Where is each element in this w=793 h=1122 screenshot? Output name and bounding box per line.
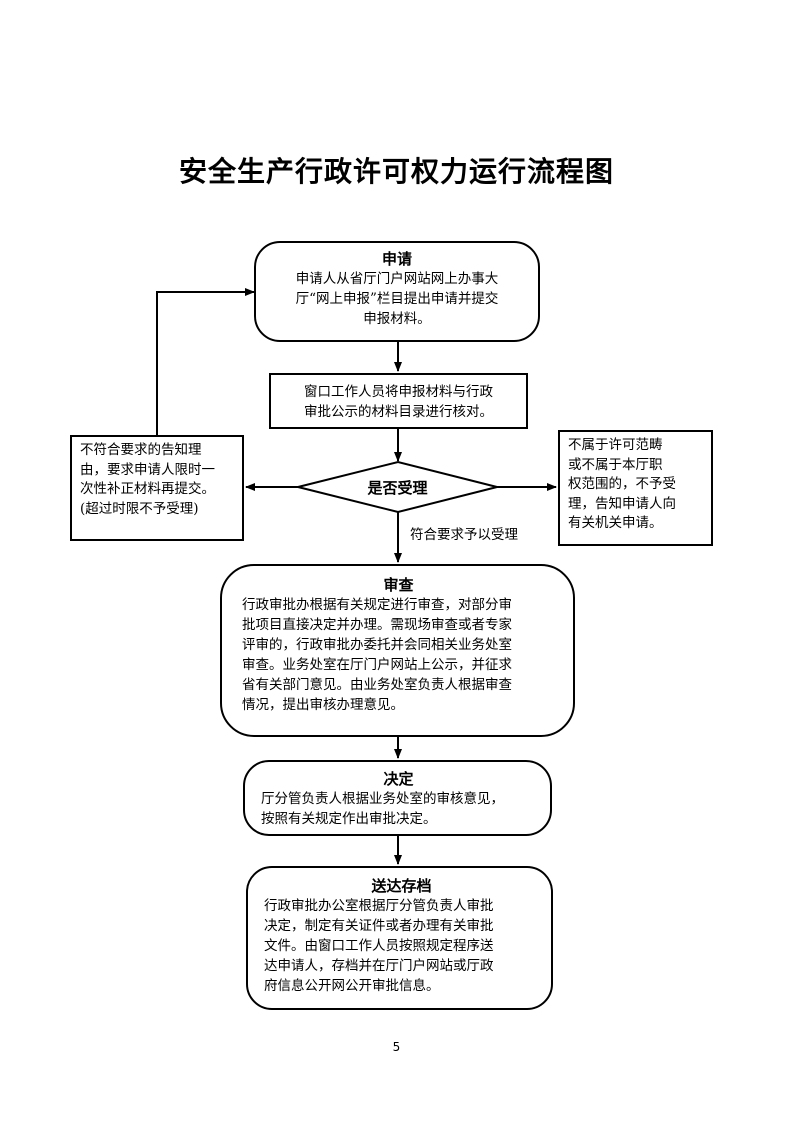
accept-label: 符合要求予以受理 — [410, 527, 518, 543]
verify-line: 审批公示的材料目录进行核对。 — [304, 404, 493, 420]
reject-right-line: 有关机关申请。 — [568, 515, 663, 531]
deliver-box: 送达存档 行政审批办公室根据厅分管负责人审批 决定，制定有关证件或者办理有关审批… — [246, 866, 553, 1010]
deliver-heading: 送达存档 — [371, 877, 432, 895]
review-line: 省有关部门意见。由业务处室负责人根据审查 — [242, 677, 512, 693]
apply-box: 申请 申请人从省厅门户网站网上办事大 厅“网上申报”栏目提出申请并提交 申报材料… — [254, 241, 540, 342]
deliver-text: 行政审批办公室根据厅分管负责人审批 决定，制定有关证件或者办理有关审批 文件。由… — [264, 896, 539, 996]
decision-label: 是否受理 — [367, 479, 428, 497]
reject-right-line: 理，告知申请人向 — [568, 495, 676, 512]
reject-left-line: (超过时限不予受理) — [80, 500, 199, 517]
decide-box: 决定 厅分管负责人根据业务处室的审核意见， 按照有关规定作出审批决定。 — [243, 760, 552, 836]
apply-line: 申请人从省厅门户网站网上办事大 — [295, 271, 499, 287]
decide-line: 按照有关规定作出审批决定。 — [261, 811, 437, 827]
decision-diamond — [297, 460, 498, 514]
verify-line: 窗口工作人员将申报材料与行政 — [304, 384, 493, 400]
review-line: 行政审批办根据有关规定进行审查，对部分审 — [242, 597, 512, 613]
decide-line: 厅分管负责人根据业务处室的审核意见， — [261, 791, 504, 807]
deliver-line: 府信息公开网公开审批信息。 — [264, 978, 440, 994]
apply-text: 申请人从省厅门户网站网上办事大 厅“网上申报”栏目提出申请并提交 申报材料。 — [256, 269, 538, 329]
reject-left-line: 不符合要求的告知理 — [80, 442, 202, 458]
arrow-resubmit-loop — [156, 288, 255, 435]
decide-heading: 决定 — [383, 770, 414, 788]
reject-left-line: 由，要求申请人限时一 — [80, 461, 215, 478]
review-box: 审查 行政审批办根据有关规定进行审查，对部分审 批项目直接决定并办理。需现场审查… — [220, 564, 575, 737]
reject-right-line: 不属于许可范畴 — [568, 437, 663, 453]
decide-text: 厅分管负责人根据业务处室的审核意见， 按照有关规定作出审批决定。 — [261, 789, 536, 829]
reject-right-line: 权范围的，不予受 — [568, 476, 676, 492]
reject-left-line: 次性补正材料再提交。 — [80, 481, 215, 497]
deliver-line: 文件。由窗口工作人员按照规定程序送 — [264, 938, 494, 954]
deliver-line: 达申请人，存档并在厅门户网站或厅政 — [264, 958, 494, 974]
review-heading: 审查 — [383, 576, 414, 594]
reject-left-box: 不符合要求的告知理 由，要求申请人限时一 次性补正材料再提交。 (超过时限不予受… — [70, 435, 244, 541]
review-line: 情况，提出审核办理意见。 — [242, 697, 404, 713]
review-line: 评审的，行政审批办委托并会同相关业务处室 — [242, 637, 512, 653]
verify-text: 窗口工作人员将申报材料与行政 审批公示的材料目录进行核对。 — [271, 382, 526, 422]
deliver-line: 行政审批办公室根据厅分管负责人审批 — [264, 898, 494, 914]
apply-line: 厅“网上申报”栏目提出申请并提交 — [295, 291, 499, 307]
review-text: 行政审批办根据有关规定进行审查，对部分审 批项目直接决定并办理。需现场审查或者专… — [242, 595, 555, 715]
deliver-line: 决定，制定有关证件或者办理有关审批 — [264, 918, 494, 934]
review-line: 批项目直接决定并办理。需现场审查或者专家 — [242, 617, 512, 633]
apply-line: 申报材料。 — [363, 311, 431, 327]
review-line: 审查。业务处室在厅门户网站上公示，并征求 — [242, 657, 512, 673]
verify-box: 窗口工作人员将申报材料与行政 审批公示的材料目录进行核对。 — [269, 373, 528, 429]
page-title: 安全生产行政许可权力运行流程图 — [178, 155, 614, 188]
page-number: 5 — [392, 1040, 401, 1054]
reject-right-box: 不属于许可范畴 或不属于本厅职 权范围的，不予受 理，告知申请人向 有关机关申请… — [558, 430, 713, 546]
reject-right-line: 或不属于本厅职 — [568, 456, 663, 473]
apply-heading: 申请 — [381, 250, 412, 268]
